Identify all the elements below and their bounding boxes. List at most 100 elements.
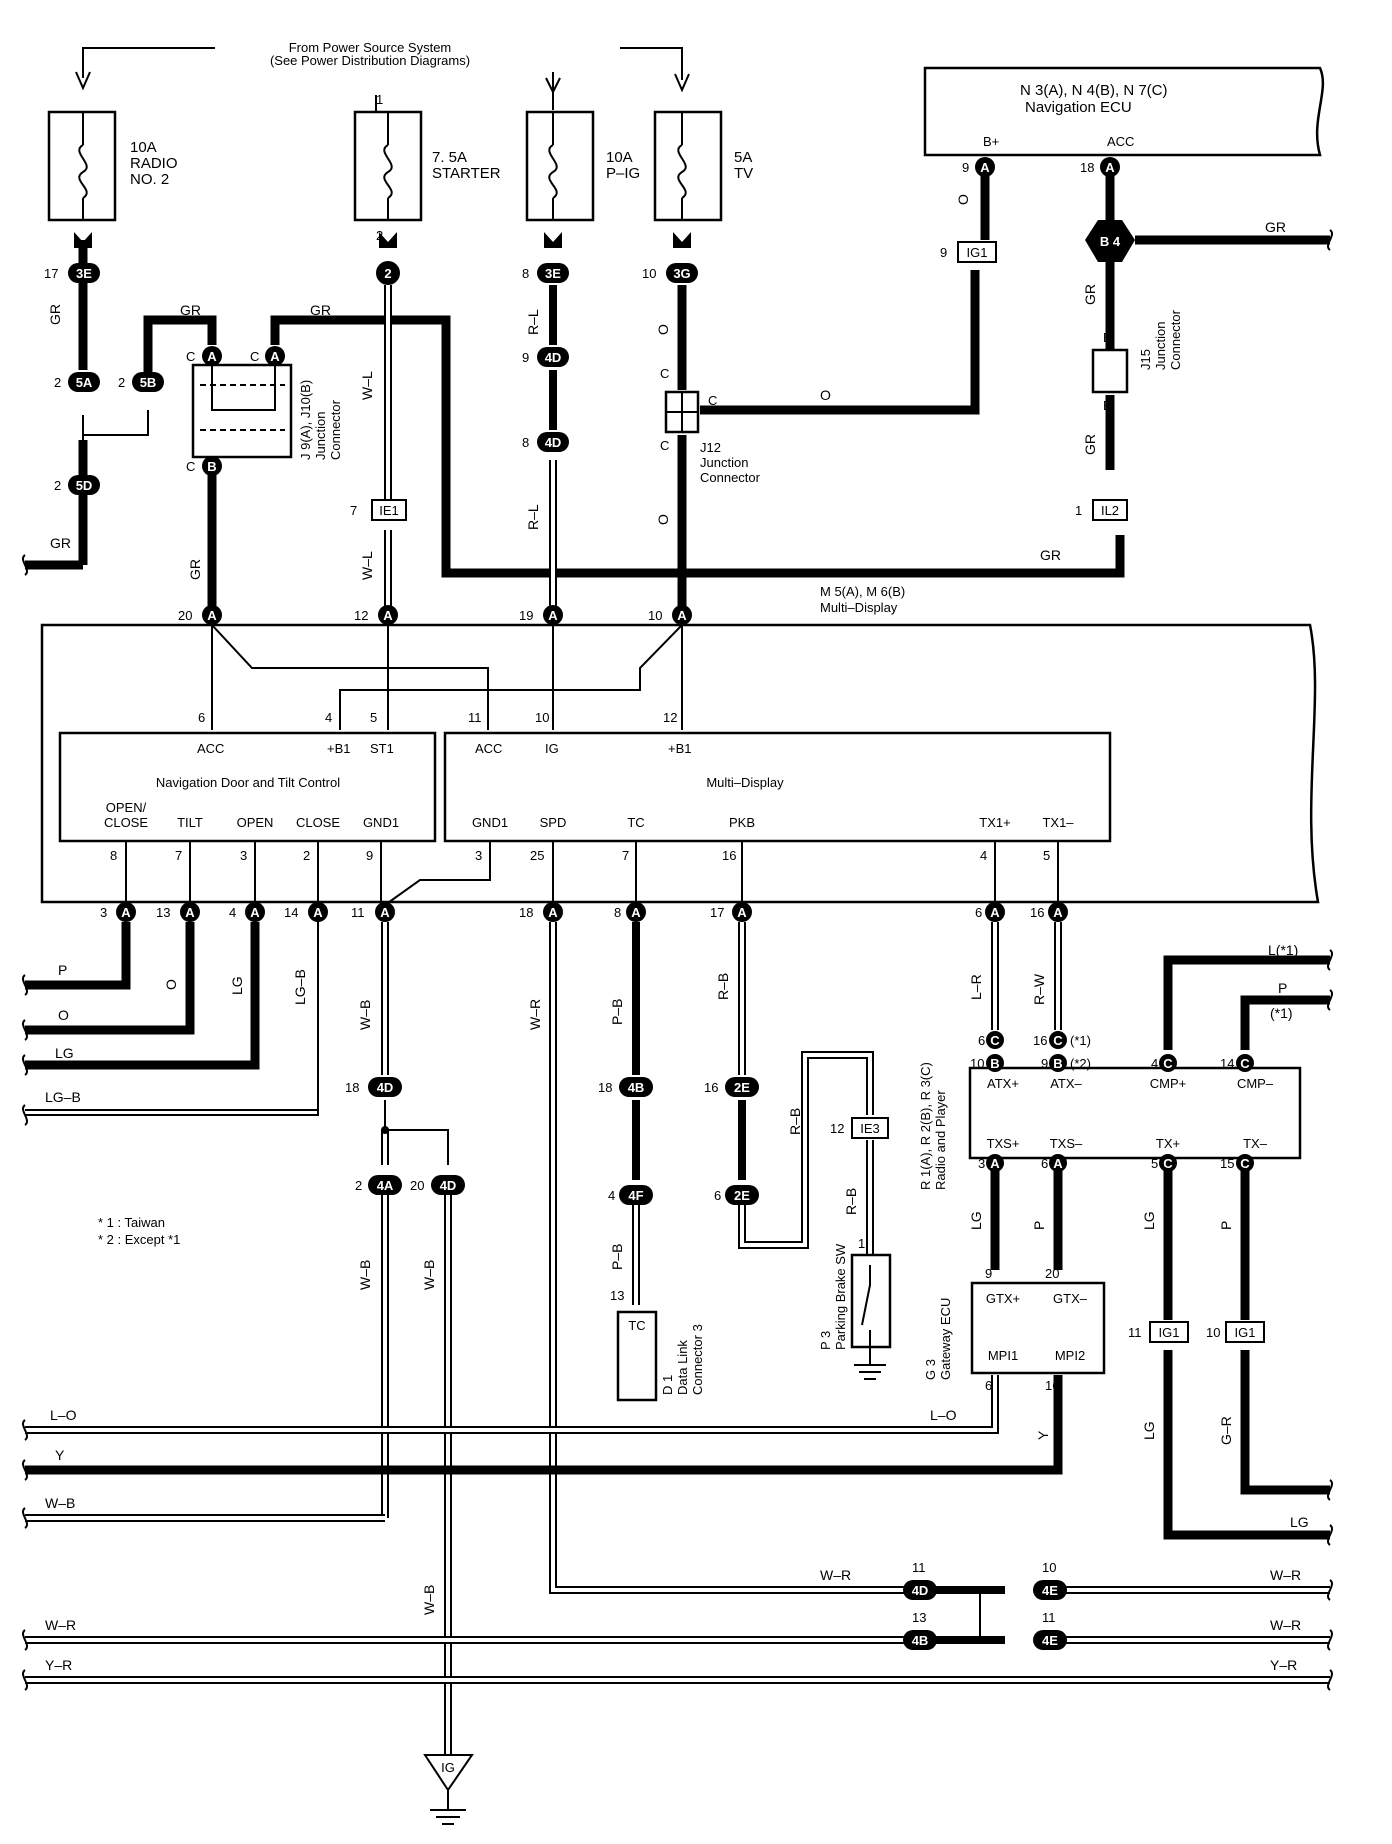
svg-text:ST1: ST1 — [370, 741, 394, 756]
svg-text:P–B: P–B — [609, 999, 625, 1025]
svg-text:R–B: R–B — [843, 1188, 859, 1215]
svg-text:GR: GR — [1082, 434, 1098, 455]
svg-text:CLOSE: CLOSE — [296, 815, 340, 830]
svg-text:GR: GR — [180, 302, 201, 318]
svg-text:IG1: IG1 — [1159, 1325, 1180, 1340]
svg-text:W–R: W–R — [820, 1567, 851, 1583]
svg-text:W–B: W–B — [357, 1260, 373, 1290]
svg-text:C: C — [660, 438, 669, 453]
svg-text:4B: 4B — [628, 1080, 645, 1095]
svg-text:TX1–: TX1– — [1042, 815, 1074, 830]
svg-text:ACC: ACC — [1107, 134, 1134, 149]
svg-text:8: 8 — [110, 848, 117, 863]
svg-text:6: 6 — [985, 1378, 992, 1393]
svg-text:3G: 3G — [673, 266, 690, 281]
svg-text:Junction: Junction — [1153, 322, 1168, 370]
svg-text:20: 20 — [178, 608, 192, 623]
svg-text:Connector: Connector — [700, 470, 761, 485]
multi-display-inner: ACC IG +B1 Multi–Display GND1 SPD TC PKB… — [443, 731, 1112, 843]
svg-text:7: 7 — [350, 503, 357, 518]
svg-text:Y: Y — [1035, 1430, 1051, 1440]
svg-text:A: A — [383, 608, 393, 623]
svg-text:OPEN: OPEN — [237, 815, 274, 830]
svg-text:5: 5 — [370, 710, 377, 725]
svg-text:9: 9 — [366, 848, 373, 863]
svg-text:5: 5 — [1043, 848, 1050, 863]
svg-text:MPI2: MPI2 — [1055, 1348, 1085, 1363]
svg-text:TXS–: TXS– — [1050, 1136, 1083, 1151]
svg-text:GR: GR — [310, 302, 331, 318]
svg-text:Data Link: Data Link — [675, 1340, 690, 1395]
svg-text:Y: Y — [55, 1447, 65, 1463]
svg-text:SPD: SPD — [540, 815, 567, 830]
upper-wire-labels: GR GR GR GR GR W–L W–L R–L R–L O O O O G… — [47, 194, 1286, 580]
svg-text:C: C — [1163, 1156, 1173, 1171]
fuse-radio-no2: 10A RADIO NO. 2 — [47, 110, 178, 222]
svg-text:GTX–: GTX– — [1053, 1291, 1088, 1306]
svg-text:18: 18 — [1080, 160, 1094, 175]
md-internal-wires — [211, 624, 683, 730]
svg-text:A: A — [207, 608, 217, 623]
svg-text:4E: 4E — [1042, 1633, 1058, 1648]
svg-text:O: O — [955, 194, 971, 205]
svg-text:W–R: W–R — [527, 999, 543, 1030]
svg-text:18: 18 — [345, 1080, 359, 1095]
svg-text:A: A — [121, 905, 131, 920]
svg-text:A: A — [548, 905, 558, 920]
svg-text:12: 12 — [354, 608, 368, 623]
md-bottom-internal: 8 7 3 2 9 3 25 7 16 4 5 — [110, 841, 1059, 906]
svg-text:A: A — [1105, 160, 1115, 175]
svg-text:Connector 3: Connector 3 — [690, 1324, 705, 1395]
svg-text:6: 6 — [975, 905, 982, 920]
svg-text:4D: 4D — [912, 1583, 929, 1598]
svg-text:IG1: IG1 — [967, 245, 988, 260]
svg-text:IL2: IL2 — [1101, 503, 1119, 518]
svg-text:W–L: W–L — [359, 551, 375, 580]
svg-text:3: 3 — [978, 1156, 985, 1171]
svg-text:Multi–Display: Multi–Display — [820, 600, 898, 615]
svg-text:ATX+: ATX+ — [987, 1076, 1019, 1091]
md-internal-pin-numbers: 6 4 5 11 10 12 — [198, 710, 677, 725]
svg-text:A: A — [980, 160, 990, 175]
svg-text:5A: 5A — [76, 375, 93, 390]
svg-text:1: 1 — [376, 92, 383, 107]
svg-text:O: O — [655, 324, 671, 335]
svg-text:P–B: P–B — [609, 1244, 625, 1270]
svg-text:4: 4 — [608, 1188, 615, 1203]
svg-text:12: 12 — [663, 710, 677, 725]
svg-text:L–R: L–R — [968, 974, 984, 1000]
svg-text:4: 4 — [229, 905, 236, 920]
svg-text:4D: 4D — [377, 1080, 394, 1095]
svg-text:W–R: W–R — [1270, 1567, 1301, 1583]
svg-text:18: 18 — [519, 905, 533, 920]
svg-text:2: 2 — [384, 266, 391, 281]
svg-text:P: P — [58, 962, 67, 978]
fuse-starter: 1 2 7. 5A STARTER — [353, 92, 501, 243]
svg-text:10: 10 — [1042, 1560, 1056, 1575]
upper-connectors: 3E 17 5A 2 5B 2 5D 2 2 3E 8 4D 9 4D 8 3G… — [44, 157, 1135, 521]
svg-text:A: A — [313, 905, 323, 920]
svg-text:2: 2 — [355, 1178, 362, 1193]
svg-text:GND1: GND1 — [472, 815, 508, 830]
svg-text:NO. 2: NO. 2 — [130, 171, 169, 188]
svg-text:A: A — [185, 905, 195, 920]
svg-text:2E: 2E — [734, 1080, 750, 1095]
svg-text:J 9(A), J10(B): J 9(A), J10(B) — [298, 380, 313, 460]
svg-text:6: 6 — [714, 1188, 721, 1203]
svg-text:A: A — [990, 1156, 1000, 1171]
svg-text:CLOSE: CLOSE — [104, 815, 148, 830]
svg-text:LG–B: LG–B — [45, 1089, 81, 1105]
svg-text:IE1: IE1 — [379, 503, 399, 518]
svg-text:R 1(A), R 2(B), R 3(C): R 1(A), R 2(B), R 3(C) — [918, 1062, 933, 1190]
svg-text:10: 10 — [1206, 1325, 1220, 1340]
svg-text:9: 9 — [985, 1266, 992, 1281]
svg-text:IG: IG — [545, 741, 559, 756]
svg-text:A: A — [207, 349, 217, 364]
svg-text:B: B — [207, 459, 216, 474]
svg-text:M 5(A), M 6(B): M 5(A), M 6(B) — [820, 584, 905, 599]
power-feed-line-right — [620, 47, 683, 80]
lower-wire-labels: P O LG LG–B O LG LG–B W–B W–R P–B R–B R–… — [45, 942, 1309, 1673]
svg-text:PKB: PKB — [729, 815, 755, 830]
svg-text:6: 6 — [1041, 1156, 1048, 1171]
svg-text:* 2 : Except *1: * 2 : Except *1 — [98, 1232, 180, 1247]
